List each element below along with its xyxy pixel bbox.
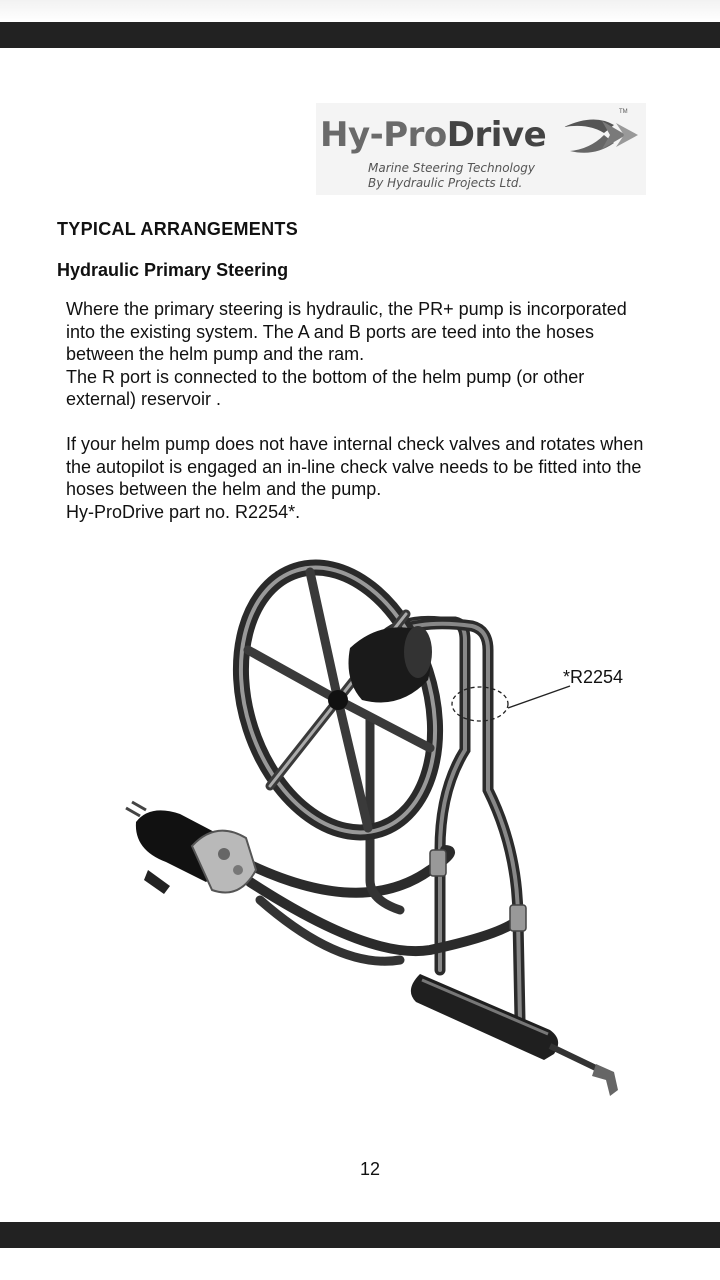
steering-system-diagram (125, 559, 618, 1096)
bottom-bar (0, 1222, 720, 1248)
brand-logo: Hy-ProDrive TM Marine Steering Technolog… (316, 103, 646, 195)
steering-wheel (232, 559, 444, 841)
logo-trademark: TM (619, 109, 628, 115)
paragraph-line: If your helm pump does not have internal… (66, 434, 644, 454)
logo-tagline: Marine Steering Technology By Hydraulic … (368, 161, 535, 191)
tee-fittings (429, 849, 527, 932)
paragraph-line: Hy-ProDrive part no. R2254*. (66, 501, 301, 522)
paragraph-2: If your helm pump does not have internal… (66, 433, 706, 523)
helm-pump (348, 626, 432, 703)
section-heading: TYPICAL ARRANGEMENTS (57, 219, 299, 239)
paragraph-line: the autopilot is engaged an in-line chec… (66, 456, 642, 477)
tagline-line-1: Marine Steering Technology (368, 161, 535, 175)
logo-chevrons-icon (564, 119, 638, 153)
logo-brand-part2: Drive (446, 115, 547, 155)
paragraph-line: The R port is connected to the bottom of… (66, 366, 585, 387)
paragraph-line: hoses between the helm and the pump. (66, 479, 382, 499)
bottom-margin (0, 1248, 720, 1280)
logo-brand-part1: Hy-Pro (320, 115, 447, 155)
paragraph-line: Where the primary steering is hydraulic,… (66, 299, 627, 319)
top-bar (0, 22, 720, 48)
page-number: 12 (359, 1159, 381, 1179)
paragraph-line: into the existing system. The A and B po… (66, 321, 594, 342)
check-valve-callout (451, 685, 571, 722)
autopilot-pump (125, 800, 258, 894)
paragraph-1: Where the primary steering is hydraulic,… (66, 298, 706, 411)
paragraph-line: external) reservoir . (66, 389, 222, 409)
tagline-line-2: By Hydraulic Projects Ltd. (368, 176, 523, 190)
steering-ram (410, 974, 618, 1096)
check-valve-label: *R2254 (563, 667, 624, 687)
top-shadow (0, 0, 720, 22)
paragraph-line: between the helm pump and the ram. (66, 344, 365, 364)
section-subheading: Hydraulic Primary Steering (57, 260, 289, 280)
logo-wordmark: Hy-ProDrive (320, 115, 547, 155)
